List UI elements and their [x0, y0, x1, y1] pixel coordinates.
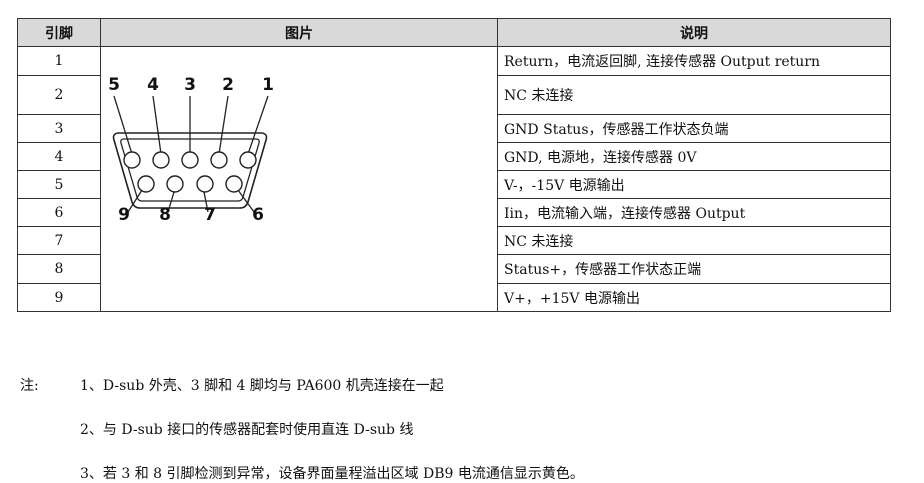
notes-prefix: 注: [20, 378, 39, 394]
bottom-row-pins [137, 175, 243, 193]
table-header-row: 引脚 图片 说明 [17, 18, 891, 47]
pin-label-3: 3 [184, 75, 196, 95]
pin-number: 1 [17, 46, 101, 76]
header-pin: 引脚 [17, 18, 101, 47]
note-item: 3、若 3 和 8 引脚检测到异常，设备界面量程溢出区域 DB9 电流通信显示黄… [80, 466, 584, 482]
connector-shell-outer [112, 132, 268, 209]
table-row: 4 GND, 电源地，连接传感器 0V [17, 142, 891, 171]
top-row-pins [123, 151, 257, 169]
pin-label-9: 9 [118, 205, 130, 220]
bottom-leader-lines [127, 189, 255, 213]
pin-description: V-，-15V 电源输出 [497, 170, 891, 199]
pin-description: Status+，传感器工作状态正端 [497, 254, 891, 284]
table-row: 6 Iin，电流输入端，连接传感器 Output [17, 198, 891, 227]
pin-number: 3 [17, 114, 101, 143]
header-description: 说明 [497, 18, 891, 47]
pin-label-5: 5 [108, 75, 120, 95]
pin-description: NC 未连接 [497, 75, 891, 115]
pin-label-7: 7 [204, 205, 216, 220]
table-row: 7 NC 未连接 [17, 226, 891, 255]
pin-description: V+，+15V 电源输出 [497, 283, 891, 312]
pin-label-8: 8 [159, 205, 171, 220]
table-row: 1 Return，电流返回脚, 连接传感器 Output return [17, 46, 891, 312]
pin-number: 4 [17, 142, 101, 171]
note-item: 1、D-sub 外壳、3 脚和 4 脚均与 PA600 机壳连接在一起 [80, 378, 444, 394]
table-row: 9 V+，+15V 电源输出 [17, 283, 891, 312]
header-picture: 图片 [100, 18, 498, 47]
pin-number: 2 [17, 75, 101, 115]
pin-label-1: 1 [262, 75, 274, 95]
pin-label-6: 6 [252, 205, 264, 220]
pin-number: 9 [17, 283, 101, 312]
pin-description: Return，电流返回脚, 连接传感器 Output return [497, 46, 891, 76]
pin-table: 引脚 图片 说明 1 Return，电流返回脚, 连接传感器 Output re… [17, 18, 891, 312]
pin-description: GND, 电源地，连接传感器 0V [497, 142, 891, 171]
pin-number: 6 [17, 198, 101, 227]
pin-description: GND Status，传感器工作状态负端 [497, 114, 891, 143]
pin-description: Iin，电流输入端，连接传感器 Output [497, 198, 891, 227]
pin-number: 8 [17, 254, 101, 284]
pin-label-2: 2 [222, 75, 234, 95]
pin-description: NC 未连接 [497, 226, 891, 255]
note-item: 2、与 D-sub 接口的传感器配套时使用直连 D-sub 线 [80, 422, 414, 438]
db9-connector-diagram: 5 4 3 2 1 [108, 75, 274, 220]
pin-number: 5 [17, 170, 101, 199]
pin-label-4: 4 [147, 75, 159, 95]
table-row: 3 GND Status，传感器工作状态负端 [17, 114, 891, 143]
top-leader-lines [113, 95, 269, 155]
pin-number: 7 [17, 226, 101, 255]
connector-picture-cell [100, 46, 498, 312]
table-row: 8 Status+，传感器工作状态正端 [17, 254, 891, 284]
